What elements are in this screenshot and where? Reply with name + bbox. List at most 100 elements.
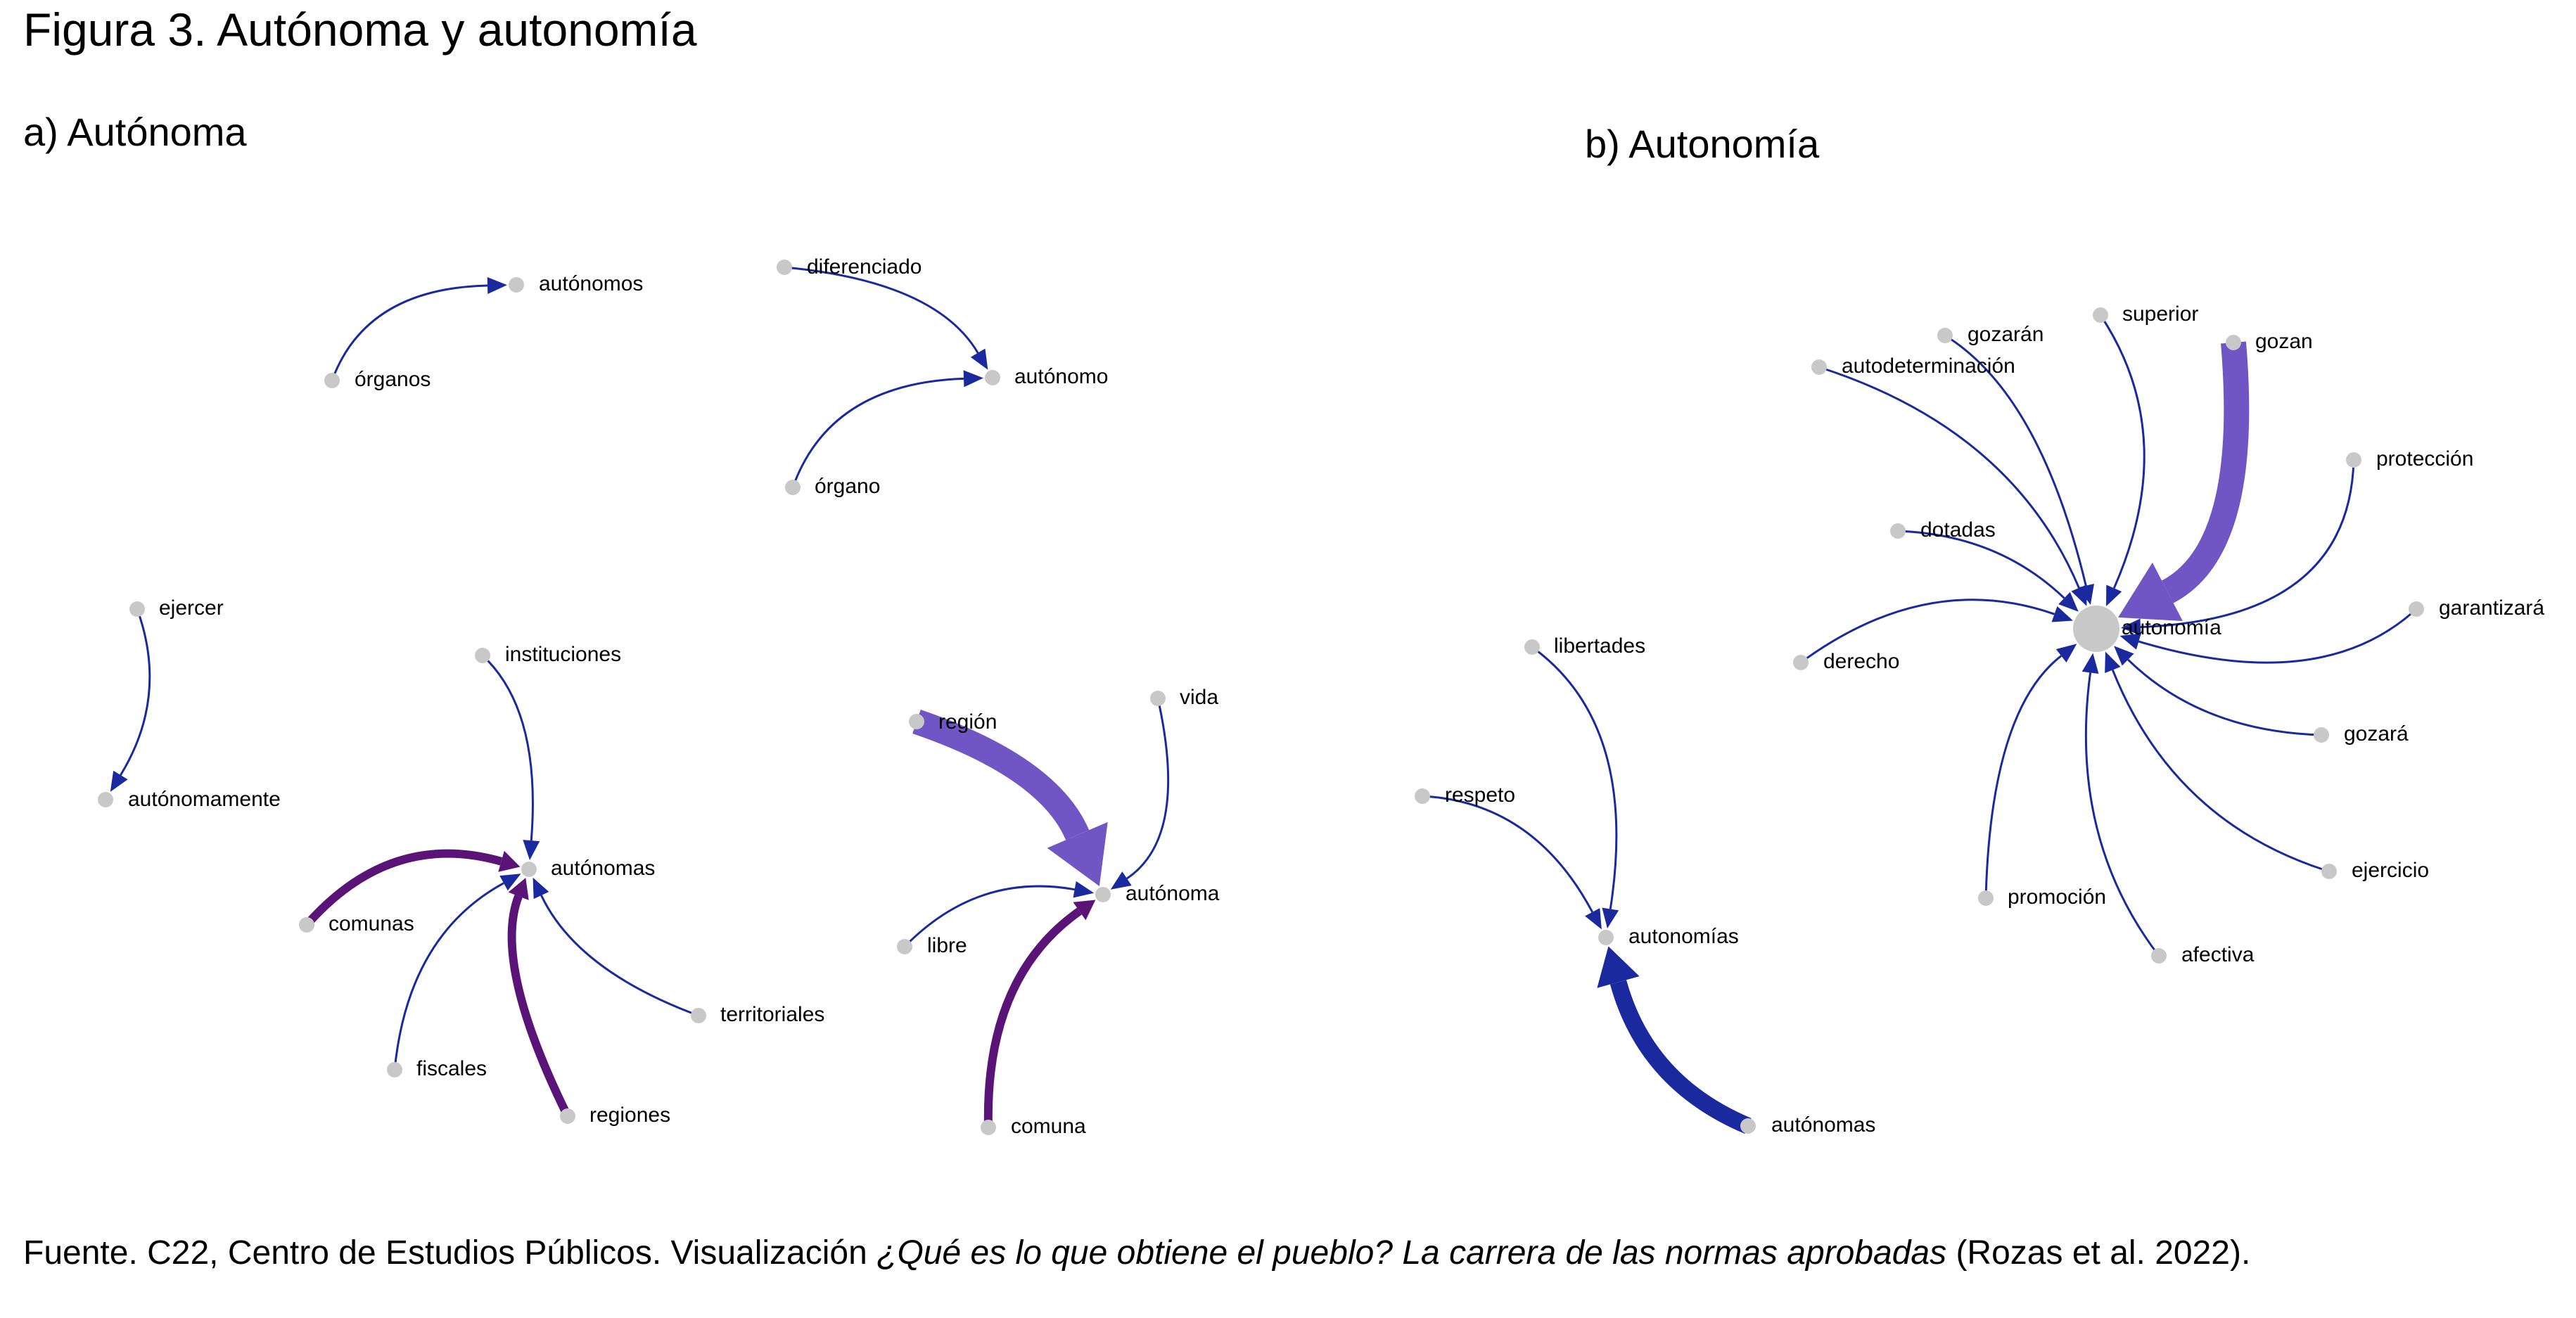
node-proteccion <box>2346 452 2361 468</box>
edge-diferenciado-to-autonomo <box>784 266 979 354</box>
edge-instituciones-to-autonomas_a <box>481 654 534 841</box>
node-label-comuna: comuna <box>1011 1115 1086 1138</box>
edge-garantizara-to-autonomia <box>2138 608 2418 664</box>
node-autonomias <box>1598 930 1614 945</box>
node-label-autonomas_b: autónomas <box>1771 1113 1875 1137</box>
arrowhead-superior-to-autonomia <box>2106 584 2122 606</box>
node-label-diferenciado: diferenciado <box>807 255 922 279</box>
node-instituciones <box>475 648 490 663</box>
source-note: Fuente. C22, Centro de Estudios Públicos… <box>23 1234 2250 1272</box>
arrowhead-autonomas_b-to-autonomias <box>1597 946 1640 988</box>
arrowhead-proteccion-to-autonomia <box>2120 618 2141 636</box>
node-autodeterminacion <box>1811 359 1827 375</box>
node-label-autonomias: autonomías <box>1628 925 1739 948</box>
edge-promocion-to-autonomia <box>1984 655 2062 899</box>
node-regiones <box>560 1108 575 1124</box>
edge-vida-to-autonoma <box>1126 698 1170 880</box>
node-label-promocion: promoción <box>2008 885 2106 909</box>
node-label-superior: superior <box>2122 302 2198 326</box>
node-label-organos: órganos <box>355 368 431 391</box>
node-label-autonomo: autónomo <box>1014 365 1108 388</box>
node-label-region: región <box>938 710 997 734</box>
node-label-regiones: regiones <box>589 1103 670 1127</box>
arrowhead-promocion-to-autonomia <box>2055 644 2077 663</box>
arrowhead-regiones-to-autonomas_a <box>508 878 529 900</box>
node-ejercicio <box>2321 864 2337 879</box>
arrowhead-fiscales-to-autonomas_a <box>499 874 521 891</box>
arrowhead-gozaran-to-autonomia <box>2077 583 2094 605</box>
node-label-comunas: comunas <box>329 912 414 935</box>
node-afectiva <box>2151 948 2167 964</box>
node-comuna <box>981 1120 996 1135</box>
arrowhead-organos-to-autonomos <box>487 276 508 294</box>
node-autonoma <box>1095 887 1111 902</box>
node-diferenciado <box>777 260 792 275</box>
edge-superior-to-autonomia <box>2099 314 2145 589</box>
figure-title: Figura 3. Autónoma y autonomía <box>23 4 697 56</box>
node-territoriales <box>691 1008 706 1023</box>
arrowhead-region-to-autonoma <box>1047 821 1108 887</box>
node-label-autonomia: autonomía <box>2122 616 2221 639</box>
graph-nodes: órganosautónomosdiferenciadoautónomoórga… <box>98 255 2544 1138</box>
node-label-derecho: derecho <box>1823 650 1899 673</box>
node-label-organo: órgano <box>815 475 880 498</box>
edge-autodeterminacion-to-autonomia <box>1818 366 2080 589</box>
node-gozara <box>2314 727 2329 743</box>
source-prefix: Fuente. C22, Centro de Estudios Públicos… <box>23 1234 877 1272</box>
node-label-proteccion: protección <box>2376 447 2473 471</box>
node-comunas <box>299 917 314 933</box>
node-label-autodeterminacion: autodeterminación <box>1842 354 2015 378</box>
node-label-fiscales: fiscales <box>416 1057 487 1080</box>
edge-fiscales-to-autonomas_a <box>393 882 504 1070</box>
source-suffix: (Rozas et al. 2022). <box>1946 1234 2251 1272</box>
node-promocion <box>1978 890 1994 906</box>
arrowhead-comuna-to-autonoma <box>1073 900 1096 921</box>
edge-derecho-to-autonomia <box>1800 599 2055 664</box>
node-label-instituciones: instituciones <box>505 643 621 666</box>
edge-proteccion-to-autonomia <box>2140 459 2355 629</box>
node-autonomas_a <box>521 862 537 877</box>
edge-libre-to-autonoma <box>903 885 1075 948</box>
edge-respeto-to-autonomias <box>1422 795 1594 913</box>
arrowhead-libertades-to-autonomias <box>1602 907 1619 929</box>
node-label-dotadas: dotadas <box>1920 518 1996 542</box>
node-gozan <box>2226 335 2241 350</box>
graph-edges <box>110 266 2418 1134</box>
node-label-gozara: gozará <box>2344 722 2409 746</box>
node-autonomo <box>985 370 1000 385</box>
edge-ejercer-to-autonomamente <box>120 608 151 776</box>
node-label-libre: libre <box>927 934 967 957</box>
node-label-ejercicio: ejercicio <box>2352 859 2429 882</box>
panel-b-title: b) Autonomía <box>1585 122 1820 166</box>
node-respeto <box>1415 788 1430 804</box>
node-libre <box>897 939 912 954</box>
arrowhead-diferenciado-to-autonomo <box>970 348 988 370</box>
node-ejercer <box>129 601 145 617</box>
edge-region-to-autonoma <box>912 709 1090 840</box>
arrowhead-gozan-to-autonomia <box>2118 562 2183 622</box>
edge-gozara-to-autonomia <box>2127 658 2322 736</box>
edge-comunas-to-autonomas_a <box>303 849 503 928</box>
node-libertades <box>1524 639 1540 655</box>
arrowhead-ejercer-to-autonomamente <box>110 770 128 792</box>
edge-gozan-to-autonomia <box>2161 341 2250 603</box>
edge-organo-to-autonomo <box>791 377 964 488</box>
node-vida <box>1150 691 1166 706</box>
arrowhead-dotadas-to-autonomia <box>2058 591 2079 612</box>
node-label-ejercer: ejercer <box>159 596 224 620</box>
node-organo <box>785 480 801 495</box>
node-autonomamente <box>98 792 113 807</box>
node-superior <box>2093 307 2108 323</box>
node-autonomia <box>2073 606 2119 652</box>
edge-autonomas_b-to-autonomias <box>1609 980 1752 1134</box>
node-derecho <box>1793 655 1809 670</box>
node-label-vida: vida <box>1180 686 1218 709</box>
arrowhead-respeto-to-autonomias <box>1585 908 1602 930</box>
edge-ejercicio-to-autonomia <box>2111 669 2330 873</box>
edge-comuna-to-autonoma <box>983 907 1082 1128</box>
node-label-afectiva: afectiva <box>2181 943 2255 966</box>
node-label-territoriales: territoriales <box>720 1003 824 1026</box>
arrowhead-comunas-to-autonomas_a <box>498 850 521 872</box>
node-label-libertades: libertades <box>1554 634 1645 658</box>
